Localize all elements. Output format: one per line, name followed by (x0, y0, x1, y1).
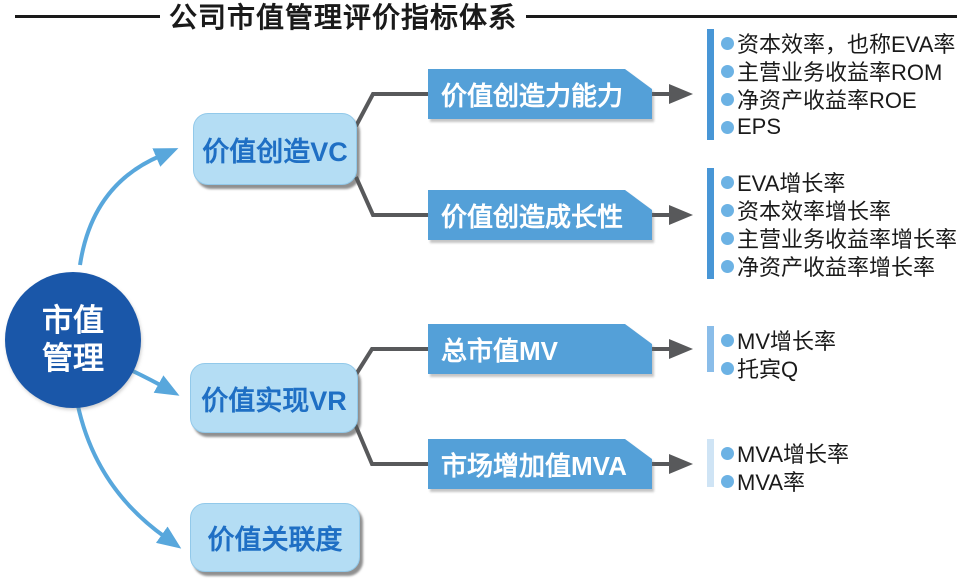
branch-node-value-correlation: 价值关联度 (190, 503, 360, 572)
list-item: MV增长率 (721, 326, 836, 354)
list-items: EVA增长率 资本效率增长率 主营业务收益率增长率 净资产收益率增长率 (721, 168, 957, 280)
branch-node-value-creation: 价值创造VC (193, 113, 357, 185)
list-items: MVA增长率 MVA率 (721, 439, 849, 495)
bullet-icon (721, 231, 734, 245)
list-accent-bar (707, 29, 714, 140)
list-item: 主营业务收益率ROM (721, 57, 955, 85)
bullet-icon (721, 361, 734, 375)
metric-node-total-market-value: 总市值MV (428, 324, 652, 374)
list-item-label: 资本效率增长率 (737, 199, 892, 224)
metric-shape: 市场增加值MVA (428, 439, 652, 489)
list-item-label: 托宾Q (737, 357, 799, 382)
root-label-line1: 市值 (42, 303, 104, 338)
list-accent-bar (707, 439, 714, 487)
bullet-icon (721, 92, 734, 106)
title-rule-right (526, 14, 957, 18)
bullet-icon (721, 474, 734, 488)
list-item-label: 资本效率，也称EVA率 (737, 32, 956, 57)
metric-label: 价值创造成长性 (441, 201, 624, 232)
metric-node-creation-growth: 价值创造成长性 (428, 190, 652, 240)
list-item-label: EVA增长率 (737, 171, 846, 196)
bullet-icon (721, 64, 734, 78)
metric-label: 价值创造力能力 (441, 80, 624, 111)
root-node-market-value-management: 市值 管理 (5, 272, 141, 408)
list-item: MVA率 (721, 467, 849, 495)
bullet-icon (721, 446, 734, 460)
list-item: 资本效率增长率 (721, 196, 957, 224)
list-item: 净资产收益率ROE (721, 85, 955, 113)
list-item: 托宾Q (721, 354, 836, 382)
root-label-line2: 管理 (42, 341, 104, 376)
metric-label: 总市值MV (441, 335, 559, 366)
list-item-label: MVA增长率 (737, 442, 850, 467)
list-item: EPS (721, 113, 955, 141)
page-title: 公司市值管理评价指标体系 (169, 2, 518, 33)
arrow-root-to-correlation (74, 395, 182, 549)
indicator-list-growth: EVA增长率 资本效率增长率 主营业务收益率增长率 净资产收益率增长率 (707, 168, 957, 280)
connector-vr-to-mv (353, 347, 429, 378)
arrow-root-to-vc (78, 148, 179, 266)
list-accent-bar (707, 326, 714, 372)
list-item-label: 主营业务收益率增长率 (737, 227, 958, 252)
metric-label: 市场增加值MVA (441, 450, 627, 481)
list-item-label: 净资产收益率增长率 (737, 255, 936, 280)
bullet-icon (721, 175, 734, 189)
indicator-list-mv: MV增长率 托宾Q (707, 326, 836, 382)
metric-shape: 总市值MV (428, 324, 652, 374)
list-item-label: EPS (737, 114, 782, 139)
bullet-icon (721, 120, 734, 134)
bullet-icon (721, 203, 734, 217)
list-item-label: MV增长率 (737, 329, 837, 354)
bullet-icon (721, 36, 734, 50)
metric-shape: 价值创造力能力 (428, 69, 652, 119)
branch-node-value-realization: 价值实现VR (190, 363, 358, 433)
diagram-header: 公司市值管理评价指标体系 (15, 0, 957, 33)
connector-vc-to-growth (354, 176, 429, 217)
bullet-icon (721, 259, 734, 273)
list-item-label: 净资产收益率ROE (737, 88, 917, 113)
indicator-list-capability: 资本效率，也称EVA率 主营业务收益率ROM 净资产收益率ROE EPS (707, 29, 955, 141)
list-item: MVA增长率 (721, 439, 849, 467)
list-item-label: MVA率 (737, 470, 806, 495)
list-accent-bar (707, 168, 714, 279)
list-items: 资本效率，也称EVA率 主营业务收益率ROM 净资产收益率ROE EPS (721, 29, 955, 141)
metric-node-creation-capability: 价值创造力能力 (428, 69, 652, 119)
metric-shape: 价值创造成长性 (428, 190, 652, 240)
list-item: 资本效率，也称EVA率 (721, 29, 955, 57)
indicator-list-mva: MVA增长率 MVA率 (707, 439, 849, 495)
metric-node-market-value-added: 市场增加值MVA (428, 439, 652, 489)
branch-label: 价值创造VC (202, 136, 348, 167)
list-item: 净资产收益率增长率 (721, 252, 957, 280)
connector-vr-to-mva (353, 423, 429, 466)
bullet-icon (721, 333, 734, 347)
connector-vc-to-capability (354, 92, 429, 127)
list-item: EVA增长率 (721, 168, 957, 196)
title-rule-left (15, 14, 160, 18)
list-item-label: 主营业务收益率ROM (737, 60, 943, 85)
list-items: MV增长率 托宾Q (721, 326, 836, 382)
list-item: 主营业务收益率增长率 (721, 224, 957, 252)
branch-label: 价值实现VR (201, 385, 347, 416)
branch-label: 价值关联度 (207, 525, 343, 555)
